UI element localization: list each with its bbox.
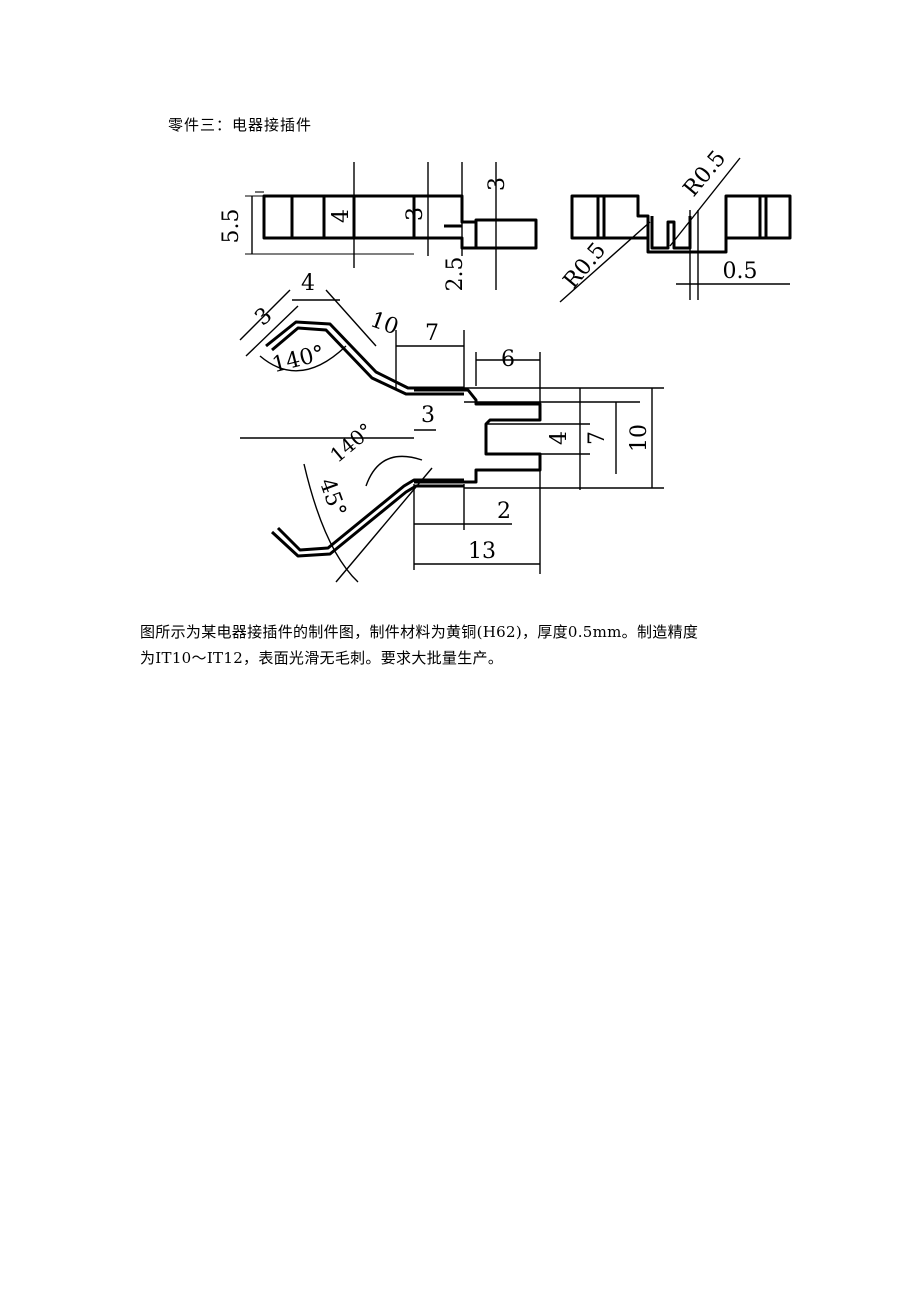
page-heading: 零件三：电器接插件 — [168, 116, 313, 134]
mv-dim-7-mid: 7 — [585, 431, 610, 445]
mv-dim-10-mid: 10 — [627, 424, 652, 452]
mv-dim-4-mid: 4 — [547, 431, 572, 445]
tr-dim-r0-5-left: R0.5 — [559, 238, 611, 294]
mv-angle-45: 45° — [314, 475, 351, 520]
mv-dim-7-top: 7 — [425, 321, 439, 346]
tr-dim-0-5: 0.5 — [723, 259, 758, 284]
tl-dim-2-5: 2.5 — [443, 257, 468, 292]
mv-dim-13: 13 — [468, 539, 496, 564]
tl-dim-3a: 3 — [403, 207, 428, 221]
main-view: 3 4 10 140° 7 6 3 4 7 10 140° 45° — [239, 271, 664, 583]
mv-dim-2: 2 — [497, 499, 511, 524]
tr-dim-r0-5-right: R0.5 — [679, 150, 731, 202]
mv-dim-3-mid: 3 — [421, 403, 435, 428]
mv-angle-140-top: 140° — [270, 341, 327, 378]
tl-dim-4: 4 — [329, 209, 354, 223]
mv-angle-140-mid: 140° — [325, 418, 377, 467]
mv-dim-6: 6 — [501, 347, 515, 372]
mv-dim-4-top: 4 — [301, 271, 315, 296]
top-left-view: 5.5 4 3 3 2.5 — [219, 162, 538, 292]
tl-dim-3b: 3 — [485, 177, 510, 191]
description-line-1: 图所示为某电器接插件的制件图，制件材料为黄铜(H62)，厚度0.5mm。制造精度 — [140, 623, 699, 641]
tl-dim-5-5: 5.5 — [219, 209, 244, 244]
tl-outline — [262, 194, 416, 240]
top-right-view: R0.5 R0.5 0.5 — [559, 150, 792, 303]
description-paragraph: 图所示为某电器接插件的制件图，制件材料为黄铜(H62)，厚度0.5mm。制造精度… — [140, 619, 800, 671]
part-drawing: 5.5 4 3 3 2.5 R0.5 R0.5 0.5 — [219, 150, 792, 583]
description-line-2: 为IT10～IT12，表面光滑无毛刺。要求大批量生产。 — [140, 649, 504, 667]
